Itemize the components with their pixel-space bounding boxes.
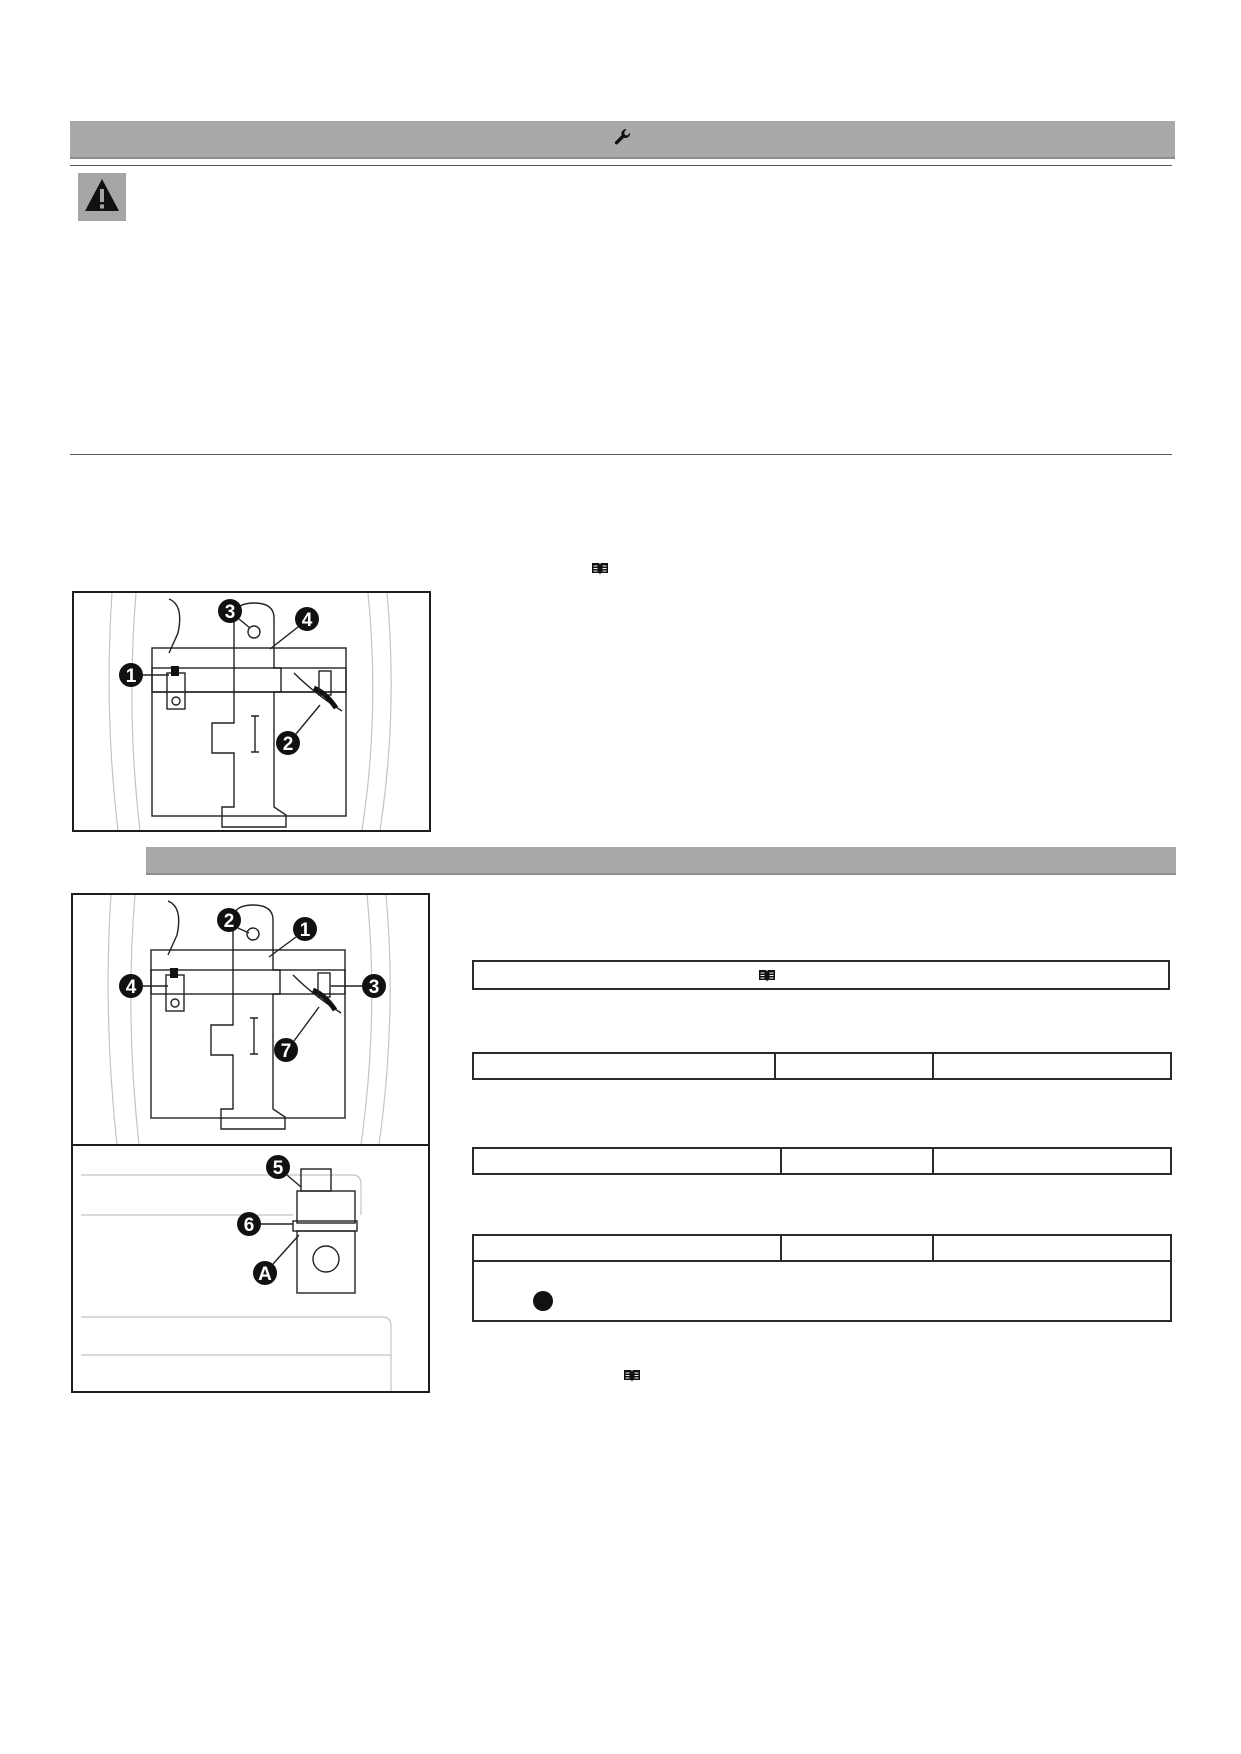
warning-divider [70,454,1172,455]
spec-table-1-cell-1 [472,1052,776,1080]
filled-circle-icon [532,1290,554,1317]
callout-3: 3 [225,602,236,623]
spec-table-2-cell-2 [780,1147,934,1175]
callout-1: 1 [126,666,137,687]
battery-installation-figure: 2 1 4 3 7 5 6 A [71,893,430,1393]
spec-table-2-cell-3 [932,1147,1172,1175]
callout-4: 4 [126,977,137,998]
spec-table-1-cell-2 [774,1052,934,1080]
warning-triangle-icon [82,176,122,219]
installation-header-bar [146,847,1176,875]
book-icon [591,561,609,581]
spec-table-3-note [472,1260,1172,1322]
spec-table-1 [472,1052,1172,1080]
spec-table-3 [472,1234,1172,1322]
callout-6: 6 [244,1215,255,1236]
callout-4: 4 [302,610,313,631]
spec-table-2 [472,1147,1172,1175]
book-icon [758,968,776,988]
wrench-icon [613,127,633,152]
callout-2: 2 [283,734,294,755]
callout-A: A [258,1264,272,1285]
section-header-bar [70,121,1175,159]
spec-table-3-cell-3 [932,1234,1172,1262]
warning-badge [78,173,126,221]
spec-table-3-cell-1 [472,1234,782,1262]
callout-5: 5 [273,1158,284,1179]
spec-table-3-cell-2 [780,1234,934,1262]
callout-7: 7 [281,1041,292,1062]
spec-table-2-cell-1 [472,1147,782,1175]
callout-2: 2 [224,911,235,932]
header-divider [70,165,1172,166]
spec-table-1-cell-3 [932,1052,1172,1080]
reference-box [472,960,1170,990]
callout-3: 3 [369,977,380,998]
book-icon [623,1368,641,1388]
battery-removal-figure: 3 4 1 2 [72,591,431,832]
callout-1: 1 [300,920,311,941]
warning-text [140,178,1170,388]
